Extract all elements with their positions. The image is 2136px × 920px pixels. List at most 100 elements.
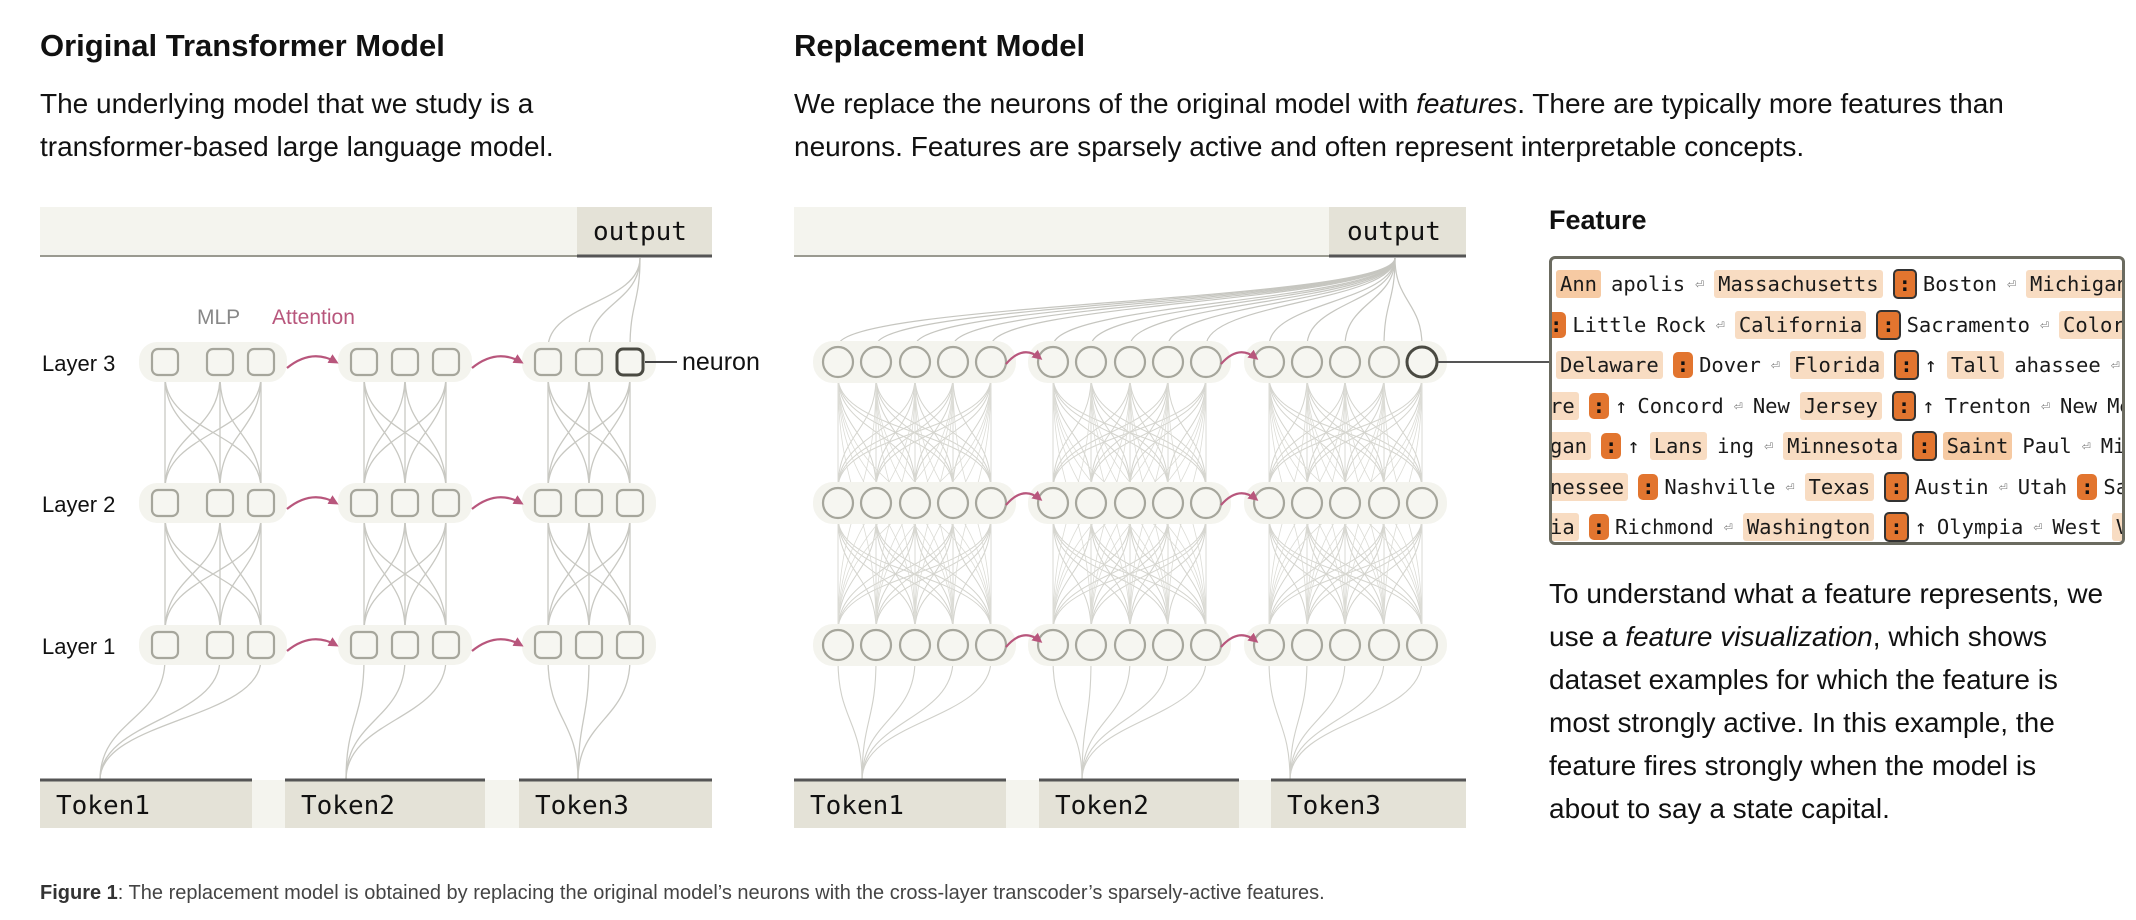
highlighted-token: California xyxy=(1734,310,1867,339)
token: Nashville xyxy=(1664,474,1776,499)
token: ↑ xyxy=(1924,353,1937,377)
feature-node xyxy=(974,486,1008,520)
original-token-label: Token3 xyxy=(535,791,629,821)
mlp-connection xyxy=(363,516,447,632)
highlighted-token: Michigan xyxy=(2026,270,2122,298)
token: West xyxy=(2052,515,2102,539)
attention-arrow xyxy=(1220,490,1259,506)
feature-example-row: ia:Richmond⏎Washington:↑Olympia⏎WestVi xyxy=(1552,507,2122,542)
layer-label: Layer 3 xyxy=(42,351,115,376)
token: ing xyxy=(1717,434,1755,458)
caption-label: Figure 1 xyxy=(40,882,118,904)
feature-node xyxy=(1074,628,1108,662)
token: ↑ xyxy=(1615,393,1628,418)
feature-connection xyxy=(952,376,992,489)
token-connection xyxy=(1289,659,1308,781)
feature-node xyxy=(821,345,855,379)
max-active-token: : xyxy=(1894,350,1919,380)
feature-connection xyxy=(1268,517,1308,631)
token: Missis xyxy=(2100,434,2125,458)
token-connection xyxy=(861,659,877,781)
feature-node xyxy=(1252,628,1286,662)
feature-node xyxy=(1074,486,1108,520)
replacement-token-label: Token2 xyxy=(1055,791,1149,821)
feature-node xyxy=(974,345,1008,379)
replacement-token-label: Token1 xyxy=(810,791,904,821)
feature-text-part1: To understand what a feature represents,… xyxy=(1549,578,2104,652)
highlighted-token: ia xyxy=(1552,513,1579,541)
token: Little xyxy=(1572,312,1647,337)
original-token-box xyxy=(285,780,485,828)
newline-icon: ⏎ xyxy=(1733,396,1743,415)
token: New xyxy=(2060,393,2098,418)
mlp-connection xyxy=(404,516,447,632)
token-connection xyxy=(861,659,916,781)
token: ↑ xyxy=(1914,515,1927,539)
token-connection xyxy=(345,658,447,781)
output-connection xyxy=(1306,257,1396,347)
feature-node xyxy=(1367,628,1401,662)
highlighted-token: Ann xyxy=(1556,270,1602,298)
feature-node xyxy=(1189,345,1223,379)
feature-node xyxy=(1151,628,1185,662)
mlp-connection xyxy=(164,375,221,490)
feature-explanation: To understand what a feature represents,… xyxy=(1549,572,2109,830)
feature-node xyxy=(1290,345,1324,379)
token-connection xyxy=(577,658,631,781)
replacement-output-box xyxy=(1329,207,1466,257)
attention-arrow xyxy=(286,354,339,369)
mlp-connection xyxy=(547,375,590,490)
neuron-node xyxy=(246,347,276,377)
token-connection xyxy=(1081,659,1169,781)
neuron-node xyxy=(150,630,180,660)
token-connection xyxy=(1081,659,1131,781)
replacement-token-box xyxy=(1039,780,1239,828)
feature-node xyxy=(1252,486,1286,520)
highlighted-token: Tall xyxy=(1946,351,2005,379)
feature-connection xyxy=(875,517,992,631)
newline-icon: ⏎ xyxy=(2081,437,2091,455)
neuron-node xyxy=(246,488,276,518)
active-token: : xyxy=(1638,473,1659,500)
token-connection xyxy=(1268,659,1291,781)
feature-node xyxy=(936,628,970,662)
newline-icon: ⏎ xyxy=(1770,356,1780,374)
newline-icon: ⏎ xyxy=(1723,518,1733,536)
feature-connection xyxy=(1090,517,1207,631)
highlighted-token: Washington xyxy=(1742,513,1875,541)
attention-arrow xyxy=(471,637,524,652)
neuron-node xyxy=(431,347,461,377)
active-token: : xyxy=(1588,514,1610,540)
mlp-connection xyxy=(363,375,447,490)
token: Paul xyxy=(2022,434,2072,458)
token-gap xyxy=(485,780,519,828)
feature-node xyxy=(1036,486,1070,520)
mlp-label: MLP xyxy=(197,306,240,329)
active-token: : xyxy=(2077,473,2098,500)
token: Utah xyxy=(2017,474,2068,499)
feature-connection xyxy=(1306,517,1423,631)
output-connection xyxy=(914,257,1396,347)
feature-node xyxy=(1252,345,1286,379)
feature-connection xyxy=(1167,517,1207,631)
token-connection xyxy=(1289,659,1423,781)
mlp-connection xyxy=(404,375,447,490)
feature-connection xyxy=(1052,376,1092,489)
max-active-token: : xyxy=(1884,512,1909,542)
feature-node xyxy=(1113,628,1147,662)
highlighted-token: Texas xyxy=(1804,472,1875,501)
token-connection xyxy=(1052,659,1083,781)
feature-connection xyxy=(1052,517,1169,631)
original-model-description: The underlying model that we study is a … xyxy=(40,88,554,162)
feature-node xyxy=(898,628,932,662)
feature-node xyxy=(859,345,893,379)
token-gap xyxy=(252,780,285,828)
feature-node xyxy=(859,628,893,662)
token-connection xyxy=(345,658,365,781)
feature-node xyxy=(1328,345,1362,379)
highlighted-token: gan xyxy=(1552,432,1592,460)
feature-connection xyxy=(837,517,916,631)
neuron-node xyxy=(349,488,379,518)
